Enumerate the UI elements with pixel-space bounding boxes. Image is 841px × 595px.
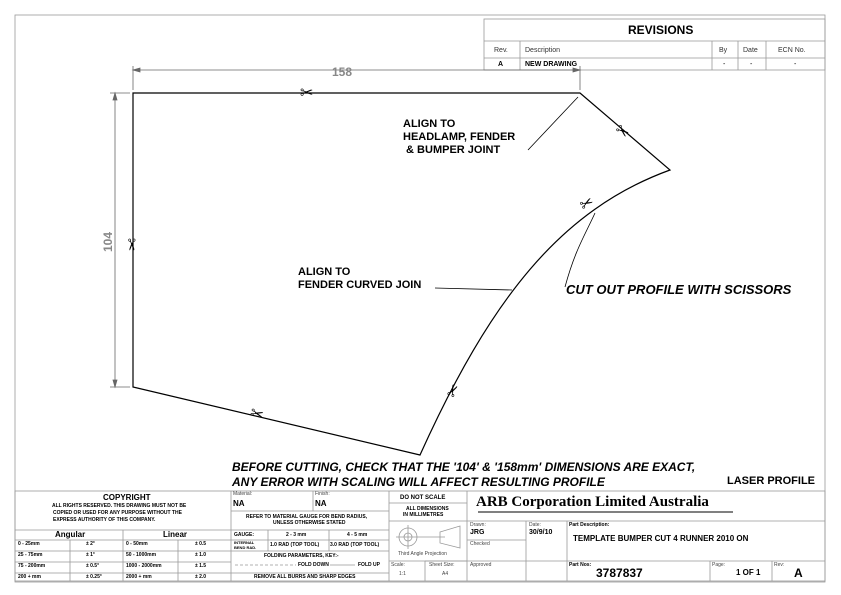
- scissors-annotation: CUT OUT PROFILE WITH SCISSORS: [566, 282, 792, 297]
- copyright-text: ALL RIGHTS RESERVED. THIS DRAWING MUST N…: [52, 503, 187, 509]
- date-value: 30/9/10: [529, 529, 553, 536]
- laser-profile-label: LASER PROFILE: [727, 475, 816, 487]
- leader-lines: [434, 96, 596, 291]
- bend-1: 1.0 RAD (TOP TOOL): [270, 542, 320, 548]
- finish-value: NA: [315, 499, 327, 508]
- tolerance-cell: 50 - 1000mm: [126, 552, 157, 558]
- sheet-size-value: A4: [442, 571, 449, 577]
- tolerance-cell: 0 - 25mm: [18, 541, 40, 547]
- tolerance-cell: ± 0.5: [195, 541, 207, 547]
- scissors-icons: ✂ ✂ ✂ ✂ ✂ ✂: [122, 83, 634, 425]
- part-number: 3787837: [596, 566, 643, 580]
- revisions-table-frame: [483, 18, 826, 71]
- scissors-icon: ✂: [442, 380, 465, 400]
- part-no-label: Part Nos:: [569, 562, 592, 568]
- material-value: NA: [233, 499, 245, 508]
- tolerance-cell: ± 2°: [86, 541, 95, 547]
- gauge-label: GAUGE:: [234, 532, 254, 538]
- page-value: 1 OF 1: [736, 568, 761, 577]
- fender-annotation: ALIGN TO FENDER CURVED JOIN: [298, 266, 422, 291]
- rev-value-block: A: [794, 566, 803, 580]
- linear-header: Linear: [163, 530, 188, 539]
- copyright-title: COPYRIGHT: [103, 493, 151, 502]
- tolerance-cell: 0 - 50mm: [126, 541, 148, 547]
- scissors-icon: ✂: [248, 403, 266, 425]
- ecn-value: -: [794, 61, 797, 68]
- headlamp-annotation: ALIGN TO HEADLAMP, FENDER & BUMPER JOINT: [403, 118, 516, 156]
- part-description: TEMPLATE BUMPER CUT 4 RUNNER 2010 ON: [573, 534, 749, 543]
- bend-label: INTERNAL: [234, 540, 255, 545]
- all-dimensions: IN MILLIMETRES: [403, 512, 444, 518]
- tolerance-cell: 2000 + mm: [126, 574, 152, 580]
- date-label: Date:: [529, 522, 541, 528]
- tolerance-cell: ± 2.0: [195, 574, 207, 580]
- drawn-label: Drawn:: [470, 522, 486, 528]
- tolerance-cell: 1000 - 2000mm: [126, 563, 162, 569]
- date-header: Date: [743, 47, 758, 54]
- tolerance-cell: ± 1.0: [195, 552, 207, 558]
- bend-label: BEND RAD.: [234, 545, 257, 550]
- copyright-text: COPIED OR USED FOR ANY PURPOSE WITHOUT T…: [53, 510, 182, 516]
- fold-down-label: FOLD DOWN: [298, 562, 329, 568]
- scissors-icon: ✂: [576, 192, 597, 215]
- title-block-frame: [14, 490, 826, 582]
- scale-label: Scale:: [391, 562, 405, 568]
- copyright-text: EXPRESS AUTHORITY OF THIS COMPANY.: [53, 517, 156, 523]
- part-description-label: Part Description:: [569, 522, 610, 528]
- fold-up-label: FOLD UP: [358, 562, 380, 568]
- warning-line-2: ANY ERROR WITH SCALING WILL AFFECT RESUL…: [232, 475, 605, 489]
- rev-value: A: [498, 61, 504, 68]
- refer-note: REFER TO MATERIAL GAUGE FOR BEND RADIUS,: [246, 514, 368, 520]
- gauge-2: 4 - 5 mm: [347, 532, 368, 538]
- scale-value: 1:1: [399, 571, 406, 577]
- material-label: Material:: [233, 491, 253, 497]
- date-value: -: [750, 61, 753, 68]
- bend-2: 3.0 RAD (TOP TOOL): [330, 542, 380, 548]
- checked-label: Checked: [470, 541, 490, 547]
- template-profile: [132, 92, 672, 456]
- description-header: Description: [525, 47, 561, 54]
- gauge-1: 2 - 3 mm: [286, 532, 307, 538]
- refer-note: UNLESS OTHERWISE STATED: [273, 520, 346, 526]
- tolerance-cell: ± 1.5: [195, 563, 207, 569]
- ecn-header: ECN No.: [778, 47, 806, 54]
- scissors-icon: ✂: [300, 83, 313, 102]
- scissors-icon: ✂: [122, 238, 141, 251]
- angular-header: Angular: [55, 530, 86, 539]
- tolerance-cell: 75 - 200mm: [18, 563, 46, 569]
- all-dimensions: ALL DIMENSIONS: [406, 506, 449, 512]
- remove-burrs-note: REMOVE ALL BURRS AND SHARP EDGES: [254, 574, 356, 580]
- tolerance-cell: ± 0.25°: [86, 574, 102, 580]
- tolerance-cell: 200 + mm: [18, 574, 41, 580]
- folding-parameters: FOLDING PARAMETERS, KEY:-: [264, 553, 339, 559]
- description-value: NEW DRAWING: [525, 61, 578, 68]
- dimension-lines: [110, 66, 582, 389]
- sheet-size-label: Sheet Size:: [429, 562, 455, 568]
- do-not-scale: DO NOT SCALE: [400, 495, 446, 501]
- height-dimension: 104: [101, 231, 116, 253]
- by-value: -: [723, 61, 726, 68]
- tolerance-cell: ± 1°: [86, 552, 95, 558]
- company-name: ARB Corporation Limited Australia: [476, 494, 709, 510]
- page-label: Page:: [712, 562, 726, 568]
- width-dimension: 158: [332, 65, 353, 79]
- warning-line-1: BEFORE CUTTING, CHECK THAT THE '104' & '…: [232, 460, 696, 474]
- rev-header: Rev.: [494, 47, 508, 54]
- finish-label: Finish:: [315, 491, 330, 497]
- revisions-title: REVISIONS: [628, 23, 694, 37]
- tolerance-cell: ± 0.5°: [86, 563, 100, 569]
- rev-label: Rev:: [774, 562, 785, 568]
- by-header: By: [719, 47, 728, 54]
- projection-label: Third Angle Projection: [398, 551, 447, 557]
- approved-label: Approved: [470, 562, 492, 568]
- drawn-value: JRG: [470, 529, 485, 536]
- sheet-border: [14, 14, 826, 583]
- tolerance-cell: 25 - 75mm: [18, 552, 43, 558]
